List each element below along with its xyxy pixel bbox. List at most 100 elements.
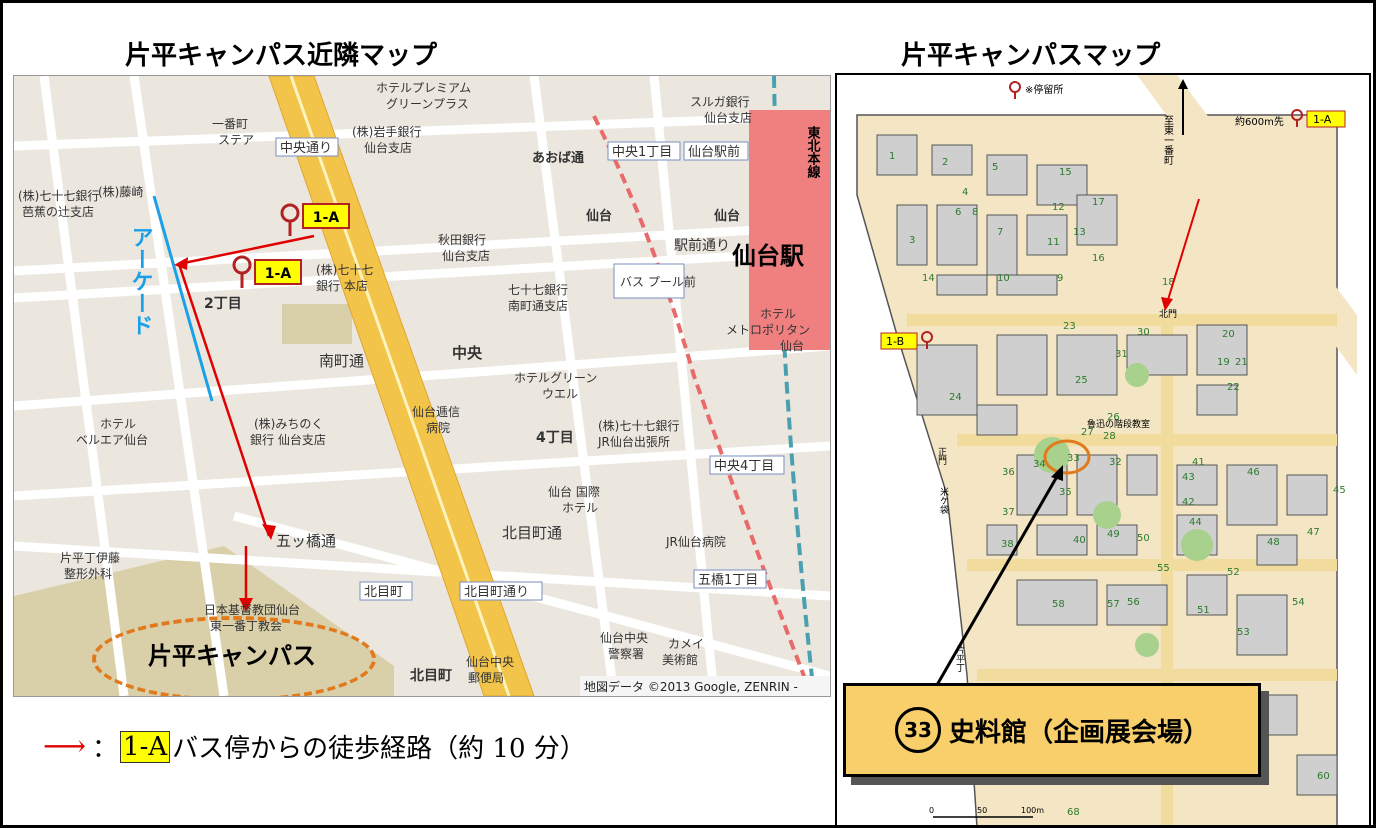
line-label: 東北本線 [805,125,821,179]
svg-text:50: 50 [1137,533,1150,544]
svg-text:2: 2 [942,157,948,168]
campus-label: 片平キャンパス [148,642,316,670]
svg-text:55: 55 [1157,563,1170,574]
svg-text:68: 68 [1067,807,1080,818]
place-label: ホテルグリーン [514,371,597,385]
arcade-line [152,195,214,402]
svg-text:44: 44 [1189,517,1202,528]
bus-stop-label: 1-A [313,210,340,226]
place-labels: ホテルプレミアム グリーンプラス スルガ銀行 仙台支店 一番町 ステア (株)岩… [18,81,810,685]
street-label: 駅前通り [674,237,730,254]
svg-text:57: 57 [1107,599,1120,610]
place-label: 銀行 本店 [316,279,368,293]
svg-text:32: 32 [1109,457,1122,468]
street-label: 中央通り [280,141,332,156]
place-label: JR仙台病院 [665,534,726,549]
place-label: 片平丁伊藤 [60,551,120,565]
lecture-hall-label: 魯迅の階段教室 [1087,418,1150,430]
street-label: バス プール前 [620,274,696,289]
place-label: カメイ [668,637,704,651]
place-label: 仙台支店 [442,248,490,263]
place-label: (株)藤崎 [98,184,143,199]
svg-text:54: 54 [1292,597,1305,608]
svg-text:58: 58 [1052,599,1065,610]
place-label: JR仙台出張所 [597,434,670,449]
main-gate-label: 正門 [936,447,947,466]
svg-text:20: 20 [1222,329,1235,340]
place-label: 北目町 [410,668,452,684]
distance-note: 約600m先 [1235,115,1284,128]
svg-text:30: 30 [1137,327,1150,338]
svg-text:24: 24 [949,392,962,403]
buildings [876,134,1338,796]
svg-text:12: 12 [1052,202,1065,213]
place-label: ホテル [760,307,796,321]
svg-text:49: 49 [1107,529,1120,540]
svg-text:22: 22 [1227,382,1240,393]
neighborhood-map-canvas: 1-A 1-A アーケード 仙台駅 東北本線 中央通り あおば通 [14,76,830,696]
arcade-text: アーケード [128,226,153,336]
neighborhood-map[interactable]: 1-A 1-A アーケード 仙台駅 東北本線 中央通り あおば通 [13,75,831,697]
svg-text:8: 8 [972,207,978,218]
station-label: 仙台駅 [732,242,804,270]
svg-text:28: 28 [1103,431,1116,442]
street-label: 片平丁 [954,644,965,672]
svg-text:27: 27 [1081,427,1094,438]
railway-line-2 [772,76,816,696]
svg-text:1: 1 [889,151,895,162]
svg-text:0: 0 [929,806,934,815]
svg-text:11: 11 [1047,237,1060,248]
place-label: 南町通支店 [508,298,568,313]
svg-text:15: 15 [1059,167,1072,178]
bus-stop-1b-campus[interactable]: 1-B [880,331,933,350]
svg-text:21: 21 [1235,357,1248,368]
street-label: 五ッ橋通 [276,532,336,550]
place-label: スルガ銀行 [690,95,750,109]
place-label: グリーンプラス [386,97,469,111]
svg-text:1-B: 1-B [886,335,904,348]
place-label: 病院 [426,420,450,435]
svg-text:6: 6 [955,207,961,218]
svg-text:56: 56 [1127,597,1140,608]
svg-text:53: 53 [1237,627,1250,638]
campus-ellipse [92,616,376,696]
place-label: 4丁目 [536,430,574,446]
svg-text:26: 26 [1107,412,1120,423]
svg-text:43: 43 [1182,472,1195,483]
svg-text:60: 60 [1317,771,1330,782]
campus-map-canvas: 1 2 3 4 5 6 7 8 9 10 11 12 13 14 15 16 1… [856,75,1357,825]
place-label: (株)岩手銀行 [352,124,421,139]
place-label: ホテル [562,501,598,515]
svg-text:52: 52 [1227,567,1240,578]
bus-stop-1a-campus[interactable]: 1-A [1291,109,1346,128]
campus-map[interactable]: 1 2 3 4 5 6 7 8 9 10 11 12 13 14 15 16 1… [835,73,1371,825]
bus-stop-1a-upper[interactable]: 1-A [280,203,350,236]
svg-text:23: 23 [1063,321,1076,332]
street-label: 五橋1丁目 [698,573,758,588]
street-label: あおば通 [532,150,584,166]
street-label: 米ケ袋 [938,486,949,514]
place-label: 日本基督教団仙台 [204,602,300,617]
svg-text:37: 37 [1002,507,1015,518]
svg-text:18: 18 [1162,277,1175,288]
place-label: 郵便局 [468,671,504,685]
svg-text:35: 35 [1059,487,1072,498]
bus-stop-1a-lower[interactable]: 1-A [232,255,302,288]
scale-bar: 0 50 100m [929,806,1044,818]
place-label: 仙台逓信 [412,404,460,419]
place-label: 仙台 国際 [548,484,600,499]
place-label: ベルエア仙台 [76,432,148,447]
route-arrow-icon: ⟶ [43,729,87,764]
svg-text:46: 46 [1247,467,1260,478]
place-label: 2丁目 [204,296,242,312]
svg-text:※停留所: ※停留所 [1025,83,1063,96]
svg-text:7: 7 [997,227,1003,238]
legend-bus-code: 1-A [120,730,171,763]
place-label: 秋田銀行 [438,233,486,247]
svg-text:48: 48 [1267,537,1280,548]
svg-text:4: 4 [962,187,968,198]
museum-label: 史料館（企画展会場） [948,717,1209,748]
street-labels: 中央通り あおば通 中央1丁目 仙台駅前 駅前通り バス プール前 南町通 中央… [275,137,785,601]
building-numbers: 1 2 3 4 5 6 7 8 9 10 11 12 13 14 15 16 1… [889,151,1346,818]
